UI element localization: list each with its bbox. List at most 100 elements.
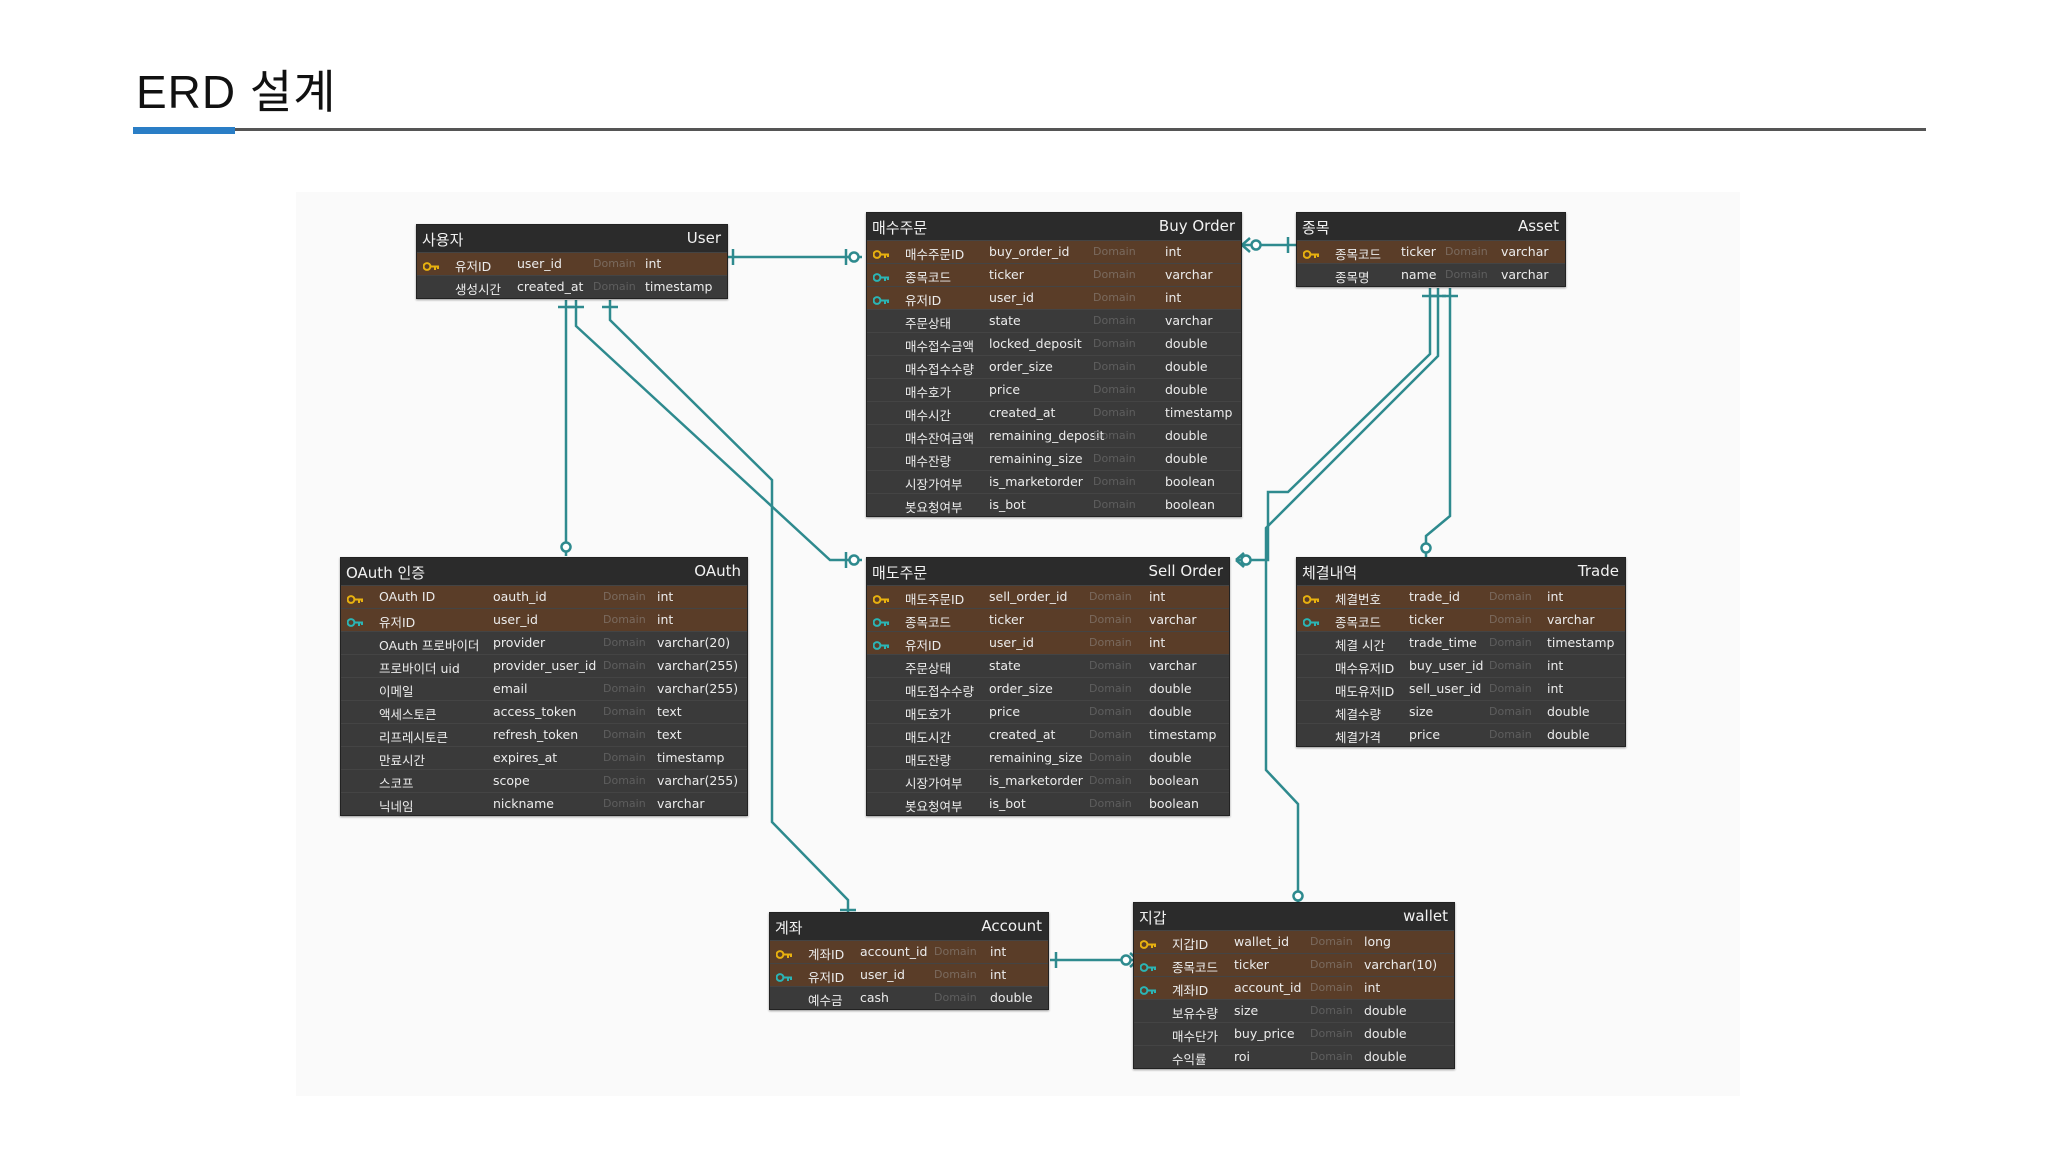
- column-type: varchar: [1165, 313, 1213, 328]
- column-physical-name: state: [989, 658, 1021, 673]
- column-domain: Domain: [1489, 636, 1532, 649]
- column-type: boolean: [1149, 796, 1199, 811]
- table-name-ko: 종목: [1302, 219, 1330, 237]
- column-physical-name: trade_time: [1409, 635, 1477, 650]
- column-logical-name: 유저ID: [808, 970, 845, 985]
- column-domain: Domain: [1093, 383, 1136, 396]
- column-type: double: [990, 990, 1033, 1005]
- column-type: double: [1364, 1049, 1407, 1064]
- column-physical-name: size: [1234, 1003, 1259, 1018]
- column-type: int: [1547, 681, 1564, 696]
- column-type: timestamp: [1547, 635, 1615, 650]
- column-logical-name: 매수유저ID: [1335, 661, 1395, 676]
- column-domain: Domain: [603, 774, 646, 787]
- column-domain: Domain: [603, 797, 646, 810]
- column-physical-name: scope: [493, 773, 530, 788]
- column-type: varchar: [1165, 267, 1213, 282]
- column-logical-name: 종목코드: [905, 615, 952, 630]
- column-logical-name: 주문상태: [905, 661, 952, 676]
- column-type: double: [1165, 428, 1208, 443]
- column-logical-name: 이메일: [379, 684, 414, 699]
- column-domain: Domain: [1489, 659, 1532, 672]
- column-physical-name: ticker: [1401, 244, 1436, 259]
- column-physical-name: refresh_token: [493, 727, 579, 742]
- column-logical-name: 만료시간: [379, 753, 426, 768]
- column-domain: Domain: [1489, 705, 1532, 718]
- table-name-en: Account: [981, 917, 1042, 935]
- column-domain: Domain: [1093, 314, 1136, 327]
- column-physical-name: user_id: [493, 612, 538, 627]
- column-type: double: [1149, 681, 1192, 696]
- column-logical-name: 유저ID: [379, 615, 416, 630]
